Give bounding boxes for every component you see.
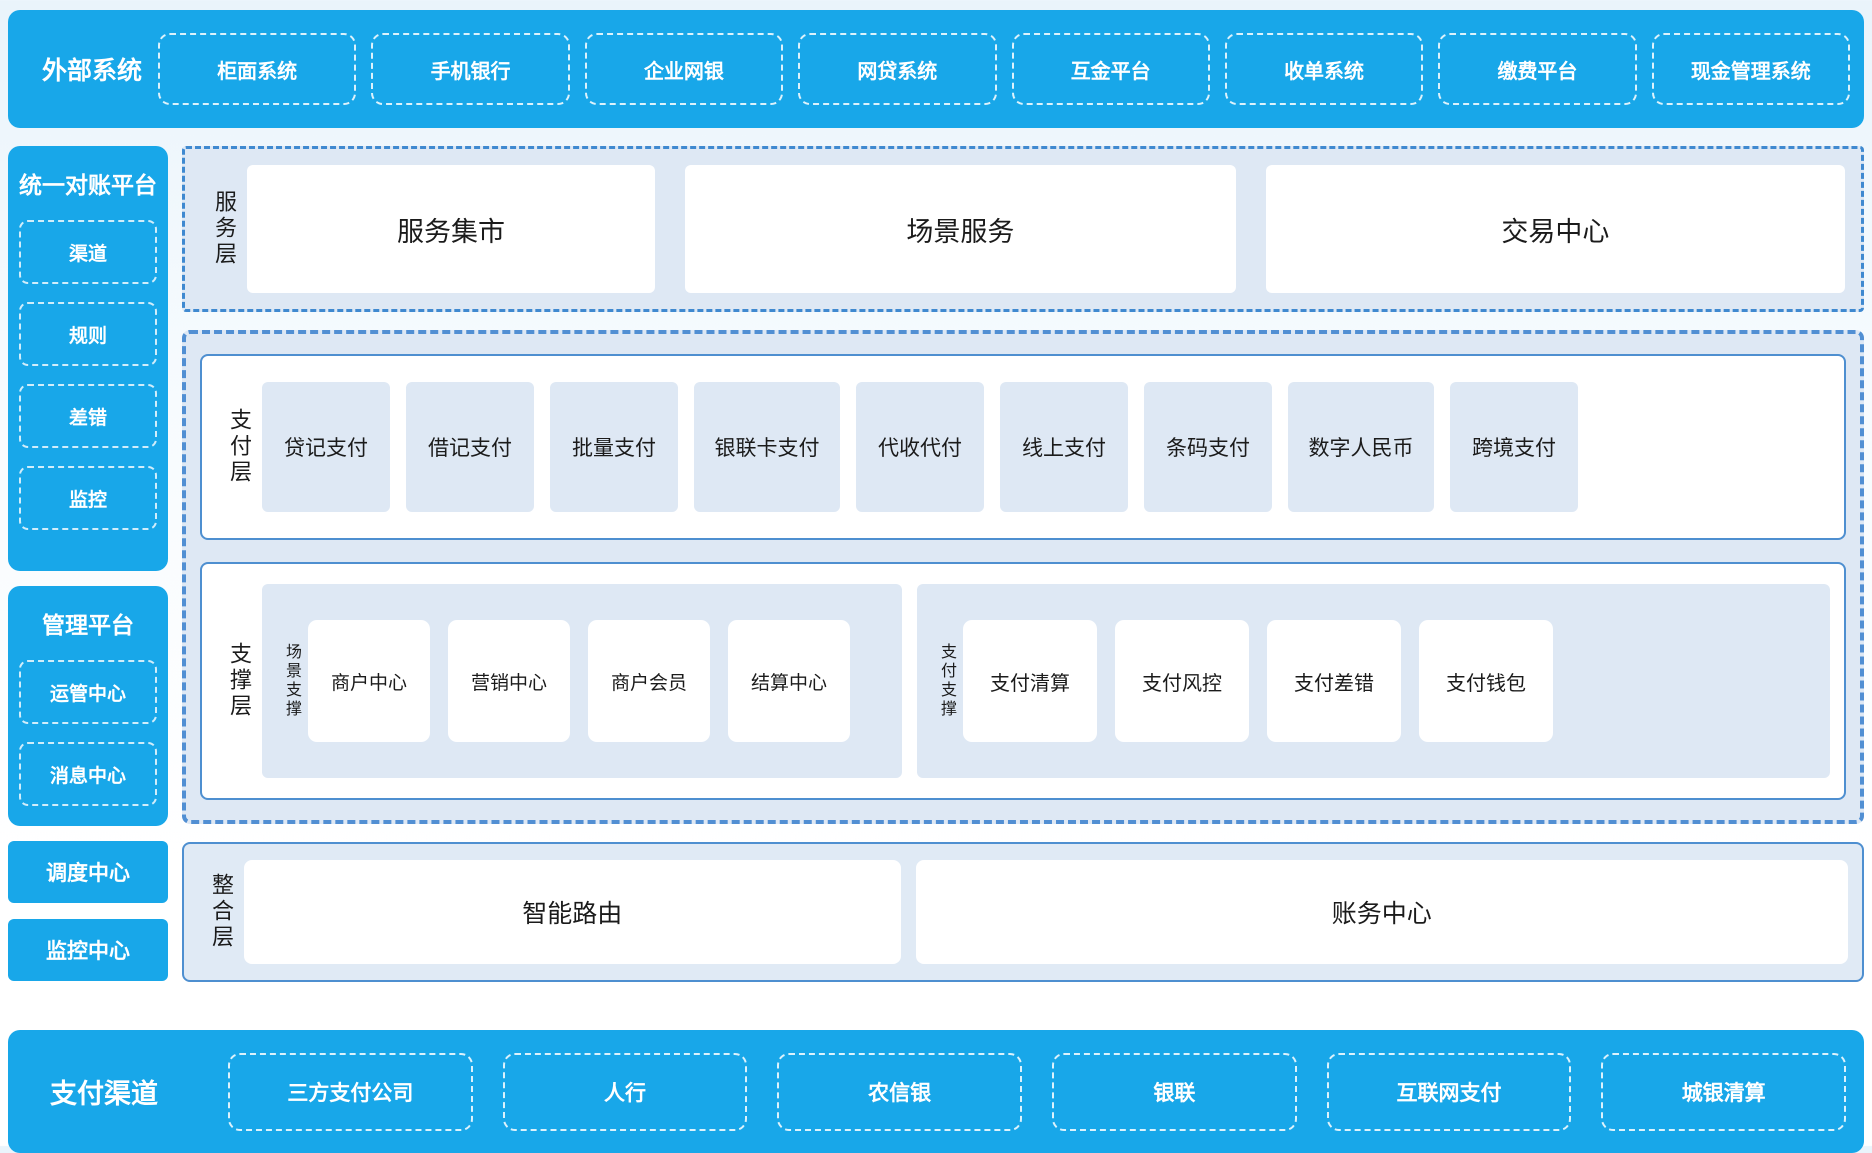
payment-channels-title: 支付渠道 bbox=[8, 1072, 228, 1111]
payment-item: 条码支付 bbox=[1144, 382, 1272, 512]
external-system-item: 现金管理系统 bbox=[1652, 33, 1850, 105]
payment-channel-item: 银联 bbox=[1052, 1053, 1297, 1131]
support-item: 商户中心 bbox=[308, 620, 430, 742]
support-item: 商户会员 bbox=[588, 620, 710, 742]
integration-layer-label: 整合层 bbox=[198, 860, 244, 964]
external-systems-bar: 外部系统 柜面系统 手机银行 企业网银 网贷系统 互金平台 收单系统 缴费平台 … bbox=[8, 10, 1864, 128]
payment-channels-bar: 支付渠道 三方支付公司 人行 农信银 银联 互联网支付 城银清算 bbox=[8, 1030, 1864, 1153]
integration-layer: 整合层 智能路由 账务中心 bbox=[182, 842, 1864, 982]
integration-item: 智能路由 bbox=[244, 860, 901, 964]
dispatch-center-box: 调度中心 bbox=[8, 841, 168, 903]
service-item: 交易中心 bbox=[1266, 165, 1845, 293]
support-layer-label: 支撑层 bbox=[216, 584, 262, 778]
payment-item: 数字人民币 bbox=[1288, 382, 1434, 512]
external-systems-items: 柜面系统 手机银行 企业网银 网贷系统 互金平台 收单系统 缴费平台 现金管理系… bbox=[158, 33, 1850, 105]
support-item: 结算中心 bbox=[728, 620, 850, 742]
support-item: 支付风控 bbox=[1115, 620, 1249, 742]
scene-support-group: 场景支撑 商户中心 营销中心 商户会员 结算中心 bbox=[262, 584, 902, 778]
payment-item: 借记支付 bbox=[406, 382, 534, 512]
scene-support-items: 商户中心 营销中心 商户会员 结算中心 bbox=[308, 620, 850, 742]
payment-layer-label: 支付层 bbox=[216, 408, 262, 486]
payment-channel-item: 农信银 bbox=[777, 1053, 1022, 1131]
reconciliation-platform-panel: 统一对账平台 渠道 规则 差错 监控 bbox=[8, 146, 168, 571]
payment-item: 银联卡支付 bbox=[694, 382, 840, 512]
management-platform-title: 管理平台 bbox=[19, 606, 157, 640]
left-sidebar: 统一对账平台 渠道 规则 差错 监控 管理平台 运管中心 消息中心 调度中心 监… bbox=[8, 146, 168, 997]
external-system-item: 收单系统 bbox=[1225, 33, 1423, 105]
external-system-item: 缴费平台 bbox=[1438, 33, 1636, 105]
reconciliation-item: 渠道 bbox=[19, 220, 157, 284]
monitor-center-box: 监控中心 bbox=[8, 919, 168, 981]
payment-item: 贷记支付 bbox=[262, 382, 390, 512]
external-system-item: 企业网银 bbox=[585, 33, 783, 105]
service-layer-items: 服务集市 场景服务 交易中心 bbox=[247, 165, 1845, 293]
management-item: 运管中心 bbox=[19, 660, 157, 724]
service-item: 场景服务 bbox=[685, 165, 1236, 293]
support-item: 支付差错 bbox=[1267, 620, 1401, 742]
payment-channel-item: 互联网支付 bbox=[1327, 1053, 1572, 1131]
external-system-item: 手机银行 bbox=[371, 33, 569, 105]
service-layer: 服务层 服务集市 场景服务 交易中心 bbox=[182, 146, 1864, 312]
service-item: 服务集市 bbox=[247, 165, 655, 293]
external-system-item: 柜面系统 bbox=[158, 33, 356, 105]
middle-section: 统一对账平台 渠道 规则 差错 监控 管理平台 运管中心 消息中心 调度中心 监… bbox=[8, 146, 1864, 997]
external-systems-title: 外部系统 bbox=[8, 51, 158, 87]
payment-support-group: 支付支撑 支付清算 支付风控 支付差错 支付钱包 bbox=[917, 584, 1830, 778]
reconciliation-item: 差错 bbox=[19, 384, 157, 448]
main-layers: 服务层 服务集市 场景服务 交易中心 支付层 贷记支付 借记支付 批量支付 银联… bbox=[182, 146, 1864, 997]
payment-support-wrapper: 支付层 贷记支付 借记支付 批量支付 银联卡支付 代收代付 线上支付 条码支付 … bbox=[182, 330, 1864, 824]
payment-channel-item: 城银清算 bbox=[1601, 1053, 1846, 1131]
reconciliation-item: 监控 bbox=[19, 466, 157, 530]
payment-item: 跨境支付 bbox=[1450, 382, 1578, 512]
payment-layer-items: 贷记支付 借记支付 批量支付 银联卡支付 代收代付 线上支付 条码支付 数字人民… bbox=[262, 382, 1830, 512]
payment-channel-item: 人行 bbox=[503, 1053, 748, 1131]
payment-support-label: 支付支撑 bbox=[929, 643, 963, 719]
reconciliation-item: 规则 bbox=[19, 302, 157, 366]
payment-channel-item: 三方支付公司 bbox=[228, 1053, 473, 1131]
external-system-item: 互金平台 bbox=[1012, 33, 1210, 105]
payment-support-items: 支付清算 支付风控 支付差错 支付钱包 bbox=[963, 620, 1553, 742]
support-item: 支付钱包 bbox=[1419, 620, 1553, 742]
service-layer-label: 服务层 bbox=[201, 165, 247, 293]
integration-item: 账务中心 bbox=[916, 860, 1848, 964]
scene-support-label: 场景支撑 bbox=[274, 643, 308, 719]
payment-layer: 支付层 贷记支付 借记支付 批量支付 银联卡支付 代收代付 线上支付 条码支付 … bbox=[200, 354, 1846, 540]
payment-item: 代收代付 bbox=[856, 382, 984, 512]
payment-item: 批量支付 bbox=[550, 382, 678, 512]
management-item: 消息中心 bbox=[19, 742, 157, 806]
support-layer-groups: 场景支撑 商户中心 营销中心 商户会员 结算中心 支付支撑 支付清算 bbox=[262, 584, 1830, 778]
support-layer: 支撑层 场景支撑 商户中心 营销中心 商户会员 结算中心 bbox=[200, 562, 1846, 800]
integration-layer-items: 智能路由 账务中心 bbox=[244, 860, 1848, 964]
payment-channels-items: 三方支付公司 人行 农信银 银联 互联网支付 城银清算 bbox=[228, 1053, 1846, 1131]
support-item: 营销中心 bbox=[448, 620, 570, 742]
reconciliation-platform-title: 统一对账平台 bbox=[19, 166, 157, 200]
payment-item: 线上支付 bbox=[1000, 382, 1128, 512]
support-item: 支付清算 bbox=[963, 620, 1097, 742]
management-platform-panel: 管理平台 运管中心 消息中心 bbox=[8, 586, 168, 826]
external-system-item: 网贷系统 bbox=[798, 33, 996, 105]
